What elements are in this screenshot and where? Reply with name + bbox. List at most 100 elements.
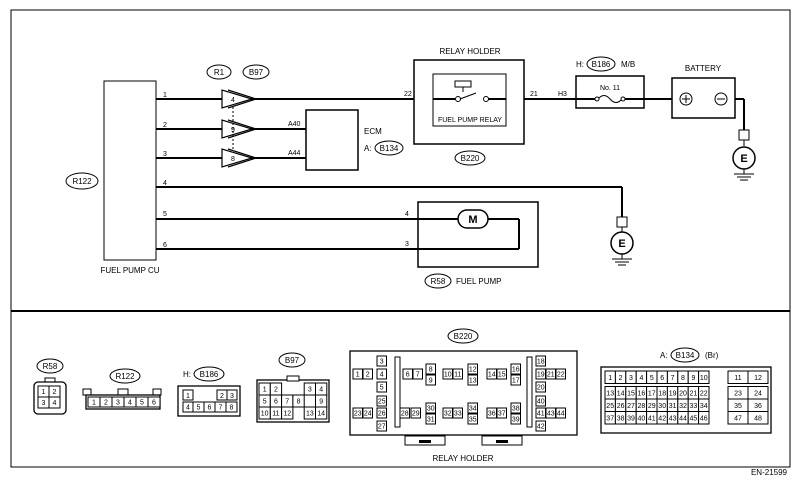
b97-pin-label: 11 <box>272 411 279 418</box>
b220-pin-label: 23 <box>354 411 362 418</box>
b134-pin-label: 10 <box>700 375 708 382</box>
b220-pin-label: 32 <box>444 411 452 418</box>
b97-connector-symbols: 4 9 8 <box>221 89 258 168</box>
ecm-pin-a44: A44 <box>288 150 301 157</box>
b186-pin: 2 <box>220 393 224 400</box>
b220-cell <box>467 363 478 375</box>
b220-pin-label: 31 <box>427 417 435 424</box>
b220-cell <box>425 374 436 386</box>
b97-cell <box>281 406 294 420</box>
b220-cell <box>399 407 410 419</box>
relay-pin-21: 21 <box>530 91 538 98</box>
relay-holder-label: RELAY HOLDER <box>439 47 500 56</box>
b220-pin-label: 6 <box>406 372 410 379</box>
b220-label: RELAY HOLDER <box>432 454 493 463</box>
cu-pin-1: 1 <box>163 92 167 99</box>
b134-pin-label: 31 <box>669 403 677 410</box>
b134-pin-label: 37 <box>606 415 614 422</box>
b97-pin-8: 8 <box>231 156 235 163</box>
b220-cell <box>535 395 546 407</box>
b134-pin-label: 7 <box>671 375 675 382</box>
ecm-pin-a40: A40 <box>288 121 301 128</box>
b134-pin-label: 42 <box>658 415 666 422</box>
b134-pin-label: 23 <box>734 390 742 397</box>
b97-pin-9: 9 <box>231 127 235 134</box>
b134-pin-label: 5 <box>650 375 654 382</box>
r1-tag: R1 <box>214 68 225 77</box>
b220-pin-label: 16 <box>512 367 520 374</box>
b134-pin-label: 8 <box>681 375 685 382</box>
b134-pin-label: 28 <box>638 403 646 410</box>
b220-cell <box>535 381 546 393</box>
b134-pin-label: 41 <box>648 415 656 422</box>
r122-tag: R122 <box>115 372 135 381</box>
r122-pin-label: 6 <box>152 400 156 407</box>
b220-tag: B220 <box>454 332 473 341</box>
r122-pin-label: 5 <box>140 400 144 407</box>
b97-pin-label: 1 <box>263 387 267 394</box>
b220-pin-label: 1 <box>356 372 360 379</box>
b97-cell <box>315 406 328 420</box>
b220-cell <box>362 407 373 419</box>
b220-cell <box>510 413 521 425</box>
b220-pin-label: 40 <box>537 399 545 406</box>
b134-pin-label: 9 <box>691 375 695 382</box>
b186-pin: 1 <box>186 393 190 400</box>
b134-pin-label: 12 <box>754 375 762 382</box>
b97-pin-4: 4 <box>231 97 235 104</box>
b220-pin-label: 10 <box>444 372 452 379</box>
b220-pin-label: 21 <box>547 372 555 379</box>
ground-battery: E <box>732 129 756 181</box>
b186-pin-label: 6 <box>208 405 212 412</box>
motor-symbol: M <box>468 214 477 226</box>
fuse-block: H: B186 M/B No. 11 H3 <box>558 56 645 109</box>
b220-cell <box>452 368 463 380</box>
connector-tags: R1 B97 <box>206 64 270 80</box>
b97-pin-label: 10 <box>261 411 269 418</box>
b134-pin-label: 45 <box>690 415 698 422</box>
b134-pin-label: 33 <box>690 403 698 410</box>
b220-cell <box>376 381 387 393</box>
b134-pin-label: 48 <box>754 415 762 422</box>
b97-pin-label: 6 <box>274 399 278 406</box>
b220-pin-label: 24 <box>364 411 372 418</box>
b134-pin-label: 3 <box>629 375 633 382</box>
b134-pin-label: 39 <box>627 415 635 422</box>
fuse-pin-h3: H3 <box>558 91 567 98</box>
b220-cell <box>376 395 387 407</box>
b220-cell <box>467 413 478 425</box>
b220-pin-label: 2 <box>366 372 370 379</box>
b134-pin-label: 14 <box>617 390 625 397</box>
b220-cell <box>467 402 478 414</box>
b220-cell <box>555 407 566 419</box>
b134-pin-label: 17 <box>648 390 656 397</box>
fuel-pump-cu-tag: R122 <box>72 177 92 186</box>
b97-pin-label: 14 <box>317 411 325 418</box>
r122-pin-label: 2 <box>104 400 108 407</box>
b220-pin-label: 22 <box>557 372 565 379</box>
cu-pin-3: 3 <box>163 151 167 158</box>
b220-pin-label: 37 <box>498 411 506 418</box>
battery-label: BATTERY <box>685 64 722 73</box>
b186-pin: 3 <box>230 393 234 400</box>
b97-tag: B97 <box>249 68 264 77</box>
b186-pin-label: 4 <box>186 405 190 412</box>
b134-pin-label: 40 <box>638 415 646 422</box>
b220-pin-label: 27 <box>378 424 386 431</box>
b220-pin-label: 36 <box>488 411 496 418</box>
b134-pin-label: 16 <box>638 390 646 397</box>
b220-pin-label: 17 <box>512 378 520 385</box>
b220-cell <box>376 355 387 367</box>
r122-cell <box>147 396 161 408</box>
b220-pin-label: 8 <box>429 367 433 374</box>
b97-pin-label: 8 <box>297 399 301 406</box>
b220-pin-label: 12 <box>469 367 477 374</box>
b134-pin-label: 4 <box>639 375 643 382</box>
b134-pin-label: 25 <box>606 403 614 410</box>
battery: BATTERY <box>671 64 736 119</box>
b134-pin-label: 29 <box>648 403 656 410</box>
b220-pin-label: 11 <box>454 372 461 379</box>
